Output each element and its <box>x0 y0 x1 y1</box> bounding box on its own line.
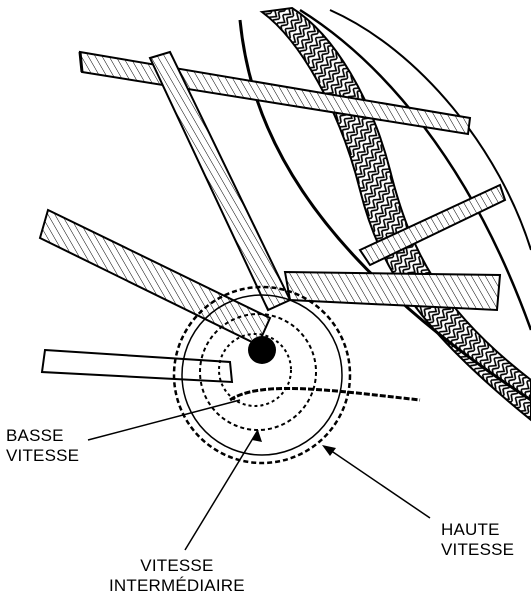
high-gear-label: HAUTE VITESSE <box>441 520 514 560</box>
low-gear-label-line1: BASSE <box>6 426 79 446</box>
middle-gear-label-line2: INTERMÉDIAIRE <box>109 576 245 596</box>
high-gear-label-line2: VITESSE <box>441 540 514 560</box>
middle-gear-label-line1: VITESSE <box>109 556 245 576</box>
leader-lines <box>88 400 430 550</box>
middle-gear-label: VITESSE INTERMÉDIAIRE <box>109 556 245 596</box>
low-gear-label-line2: VITESSE <box>6 446 79 466</box>
high-gear-label-line1: HAUTE <box>441 520 514 540</box>
low-gear-label: BASSE VITESSE <box>6 426 79 466</box>
rear-tire <box>240 8 531 420</box>
